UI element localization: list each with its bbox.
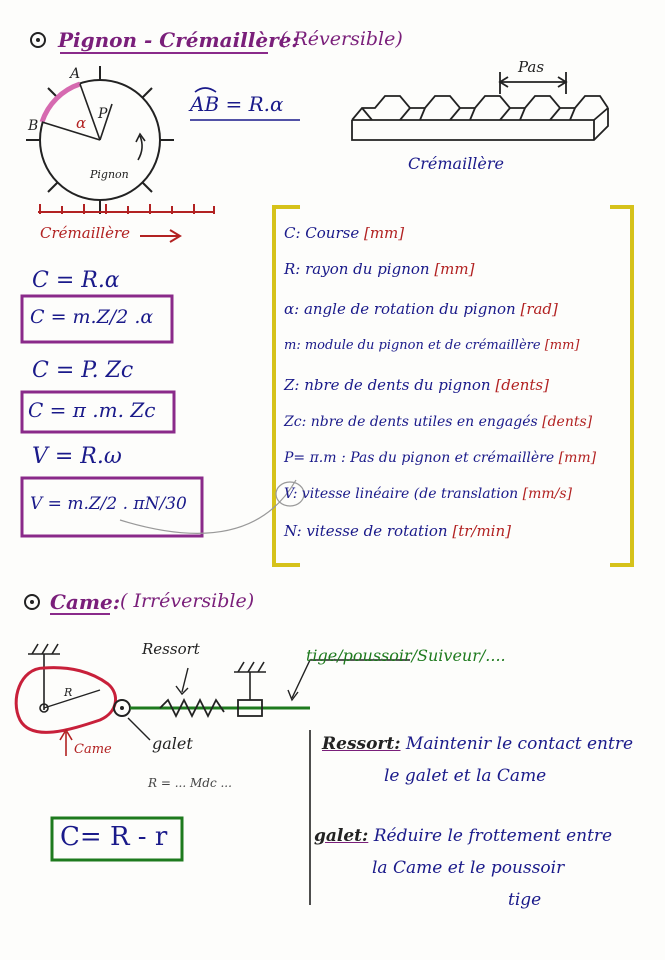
formula-2: C = m.Z/2 .α: [30, 306, 154, 328]
formula-1: C = R.α: [32, 268, 120, 293]
formula-4: C = π .m. Zc: [28, 398, 156, 422]
section1-subtitle: ( Réversible): [280, 28, 403, 50]
bullet-dot: [36, 38, 40, 42]
box-came-formula: [50, 816, 184, 862]
rack-arrow: [140, 229, 182, 243]
note-galet-3: tige: [508, 890, 542, 910]
label-cremaillere-right: Crémaillère: [408, 154, 505, 173]
came-formula: C= R - r: [60, 822, 168, 852]
label-R: R: [64, 686, 73, 699]
bullet-icon: [30, 32, 46, 48]
label-alpha: α: [76, 114, 87, 132]
box-formula-4: [20, 390, 176, 434]
label-galet: galet: [152, 734, 193, 753]
note-galet: galet: Réduire le frottement entre: [314, 826, 613, 846]
arc-formula: AB = R.α: [190, 92, 284, 116]
arc-symbol: [194, 87, 217, 93]
legend-line-3: α: angle de rotation du pignon [rad]: [284, 300, 558, 318]
label-cremaillere-left: Crémaillère: [40, 224, 131, 242]
legend-line-8: V: vitesse linéaire (de translation [mm/…: [284, 486, 573, 502]
rack-line: [38, 204, 215, 214]
box-formula-2: [20, 294, 174, 344]
scribble-curve: [119, 479, 297, 534]
label-tige: tige/poussoir/Suiveur/....: [306, 646, 506, 665]
note-ressort: Ressort: Maintenir le contact entre: [322, 734, 634, 754]
label-pignon: Pignon: [90, 168, 129, 181]
rack-3d-diagram: [351, 72, 609, 141]
box-formula-6: [20, 476, 204, 538]
label-B: B: [28, 118, 39, 134]
legend-line-5: Z: nbre de dents du pignon [dents]: [284, 376, 549, 394]
legend-line-6: Zc: nbre de dents utiles en engagés [den…: [284, 414, 593, 430]
bullet-dot-2: [30, 600, 34, 604]
label-A: A: [70, 66, 81, 82]
formula-3: C = P. Zc: [32, 358, 134, 383]
came-diagram: [14, 643, 410, 756]
side-note: R = ... Mdc ...: [148, 776, 232, 790]
bullet-icon-2: [24, 594, 40, 610]
pignon-diagram: [26, 66, 174, 214]
label-P: P: [98, 106, 108, 122]
scribble-circle: [275, 481, 305, 507]
note-galet-2: la Came et le poussoir: [372, 858, 565, 878]
note-ressort-2: le galet et la Came: [384, 766, 547, 786]
legend-line-2: R: rayon du pignon [mm]: [284, 260, 475, 278]
legend-line-7: P= π.m : Pas du pignon et crémaillère [m…: [284, 450, 597, 466]
legend-line-9: N: vitesse de rotation [tr/min]: [284, 522, 511, 540]
label-pas: Pas: [518, 58, 545, 76]
formula-5: V = R.ω: [32, 444, 122, 469]
legend-line-1: C: Course [mm]: [284, 224, 405, 242]
legend-line-4: m: module du pignon et de crémaillère [m…: [284, 338, 580, 353]
label-came: Came: [74, 742, 112, 757]
formula-6: V = m.Z/2 . πN/30: [30, 494, 187, 514]
section2-title: Came:: [50, 590, 121, 614]
label-ressort: Ressort: [142, 640, 200, 658]
section1-title: Pignon - Crémaillère:: [58, 28, 299, 52]
section2-subtitle: ( Irréversible): [120, 590, 255, 612]
legend-bracket: [272, 205, 634, 567]
